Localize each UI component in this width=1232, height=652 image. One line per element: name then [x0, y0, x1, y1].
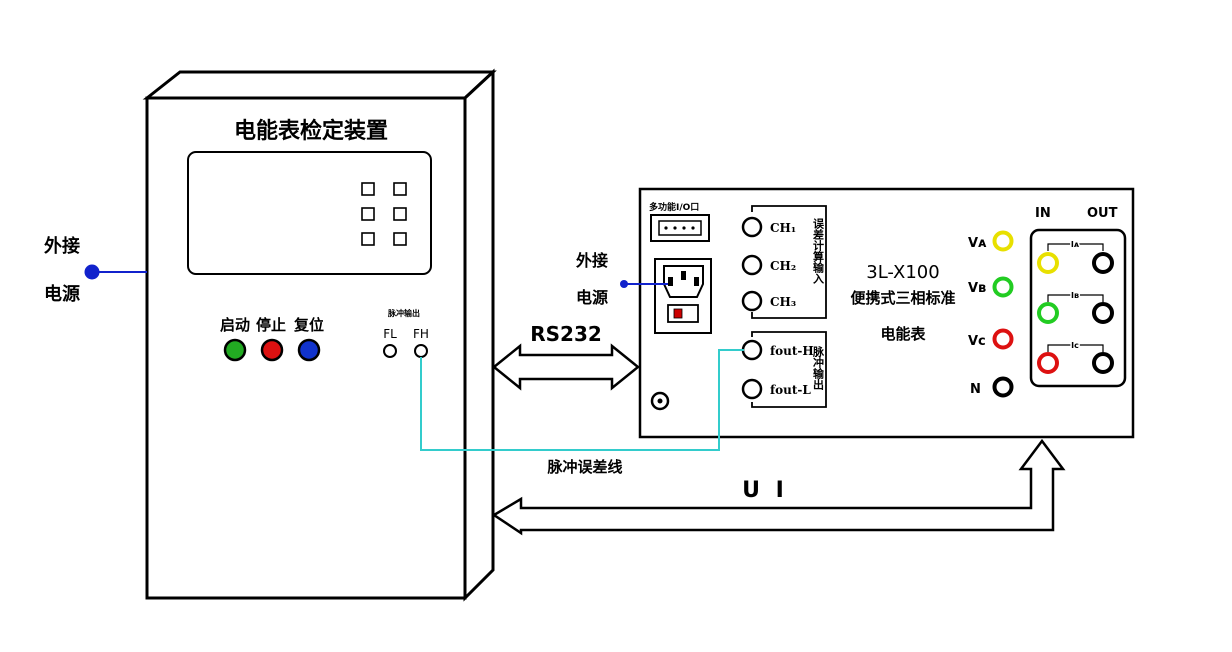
ic-out-terminal[interactable]	[1092, 352, 1114, 374]
power-socket-pin	[681, 271, 686, 280]
port-fh[interactable]	[414, 344, 428, 358]
ib-link	[1047, 294, 1104, 302]
ib-out-terminal[interactable]	[1092, 302, 1114, 324]
ib-in-terminal[interactable]	[1037, 302, 1059, 324]
left-power-label-line2: 电源	[44, 283, 80, 305]
out-label: OUT	[1087, 206, 1118, 221]
device-top-face	[142, 70, 497, 100]
io-pin	[673, 226, 677, 230]
ch1-label: CH₁	[770, 221, 796, 235]
io-pin	[682, 226, 686, 230]
ground-terminal-dot	[657, 398, 663, 404]
io-pin	[664, 226, 668, 230]
n-terminal[interactable]	[992, 376, 1014, 398]
fout-l-terminal[interactable]	[741, 378, 763, 400]
keypad-key[interactable]	[393, 232, 407, 246]
start-button-label: 启动	[220, 316, 250, 334]
vb-label: Vʙ	[968, 281, 986, 296]
pulse-error-connection: 脉冲误差线	[420, 349, 744, 476]
io-pin	[691, 226, 695, 230]
start-button[interactable]	[223, 338, 247, 362]
ch3-terminal[interactable]	[741, 290, 763, 312]
rs232-connection: RS232	[492, 322, 640, 391]
power-socket[interactable]	[654, 258, 712, 334]
ui-arrow	[491, 438, 1066, 536]
ia-out-terminal[interactable]	[1092, 252, 1114, 274]
pulse-error-line-label: 脉冲误差线	[546, 458, 622, 476]
power-socket-pin	[668, 277, 673, 286]
pulse-output-bracket	[751, 331, 827, 408]
va-label: Vᴀ	[968, 236, 987, 251]
ia-label: Iᴀ	[1071, 240, 1080, 249]
ui-label: U I	[742, 478, 788, 503]
ui-connection: U I	[491, 438, 1066, 536]
keypad-key[interactable]	[361, 182, 375, 196]
power-switch[interactable]	[667, 304, 699, 323]
calibration-device: 电能表检定装置 启动 停止 复位 脉冲输出 FL FH	[142, 68, 497, 602]
device-name-line1: 便携式三相标准	[850, 289, 955, 307]
standard-meter: 多功能I/O口 CH₁ CH₂ CH₃ 误	[638, 187, 1135, 439]
vc-terminal[interactable]	[992, 328, 1014, 350]
error-input-bracket	[751, 205, 827, 319]
in-label: IN	[1035, 206, 1051, 221]
keypad-key[interactable]	[393, 182, 407, 196]
io-port-label: 多功能I/O口	[649, 201, 699, 213]
ch3-label: CH₃	[770, 295, 796, 309]
ia-in-terminal[interactable]	[1037, 252, 1059, 274]
port-fl[interactable]	[383, 344, 397, 358]
reset-button-label: 复位	[293, 316, 324, 334]
stop-button[interactable]	[260, 338, 284, 362]
vc-label: Vᴄ	[968, 334, 986, 349]
ch1-terminal[interactable]	[741, 216, 763, 238]
device-title: 电能表检定装置	[234, 118, 388, 144]
ch2-label: CH₂	[770, 259, 796, 273]
fout-h-terminal[interactable]	[741, 339, 763, 361]
left-power-plug	[84, 264, 100, 280]
right-external-power: 外接 电源	[575, 251, 668, 307]
va-terminal[interactable]	[992, 230, 1014, 252]
ic-link	[1047, 344, 1104, 352]
power-switch-rocker	[673, 308, 683, 319]
model-number: 3L-X100	[866, 262, 939, 283]
power-socket-pin	[694, 277, 699, 286]
right-power-label-line1: 外接	[575, 251, 608, 270]
left-external-power: 外接 电源	[44, 235, 147, 305]
ch2-terminal[interactable]	[741, 254, 763, 276]
ic-label: Iᴄ	[1071, 341, 1079, 350]
pulse-error-wire	[420, 349, 744, 451]
io-port-socket	[658, 220, 702, 236]
port-fh-label: FH	[413, 327, 429, 341]
reset-button[interactable]	[297, 338, 321, 362]
stop-button-label: 停止	[256, 316, 286, 334]
ib-label: Iʙ	[1071, 291, 1079, 300]
pulse-port-title: 脉冲输出	[387, 308, 420, 318]
ia-link	[1047, 243, 1104, 251]
right-power-label-line2: 电源	[576, 288, 608, 307]
ground-terminal[interactable]	[650, 391, 670, 411]
fout-h-label: fout-H	[770, 344, 814, 358]
error-calc-input-label: 误差计算输入	[812, 217, 826, 285]
fout-l-label: fout-L	[770, 383, 811, 397]
keypad-key[interactable]	[393, 207, 407, 221]
keypad-key[interactable]	[361, 207, 375, 221]
device-side-face	[463, 68, 495, 602]
n-label: N	[970, 382, 981, 397]
keypad	[361, 182, 407, 246]
rs232-arrow	[492, 343, 640, 391]
keypad-key[interactable]	[361, 232, 375, 246]
ic-in-terminal[interactable]	[1037, 352, 1059, 374]
pulse-output-label: 脉冲输出	[812, 345, 826, 391]
right-power-plug	[620, 280, 628, 288]
port-fl-label: FL	[383, 327, 397, 341]
rs232-label: RS232	[530, 322, 602, 346]
device-name-line2: 电能表	[880, 325, 926, 343]
left-power-label-line1: 外接	[44, 235, 80, 257]
io-port[interactable]	[650, 214, 710, 242]
vb-terminal[interactable]	[992, 276, 1014, 298]
